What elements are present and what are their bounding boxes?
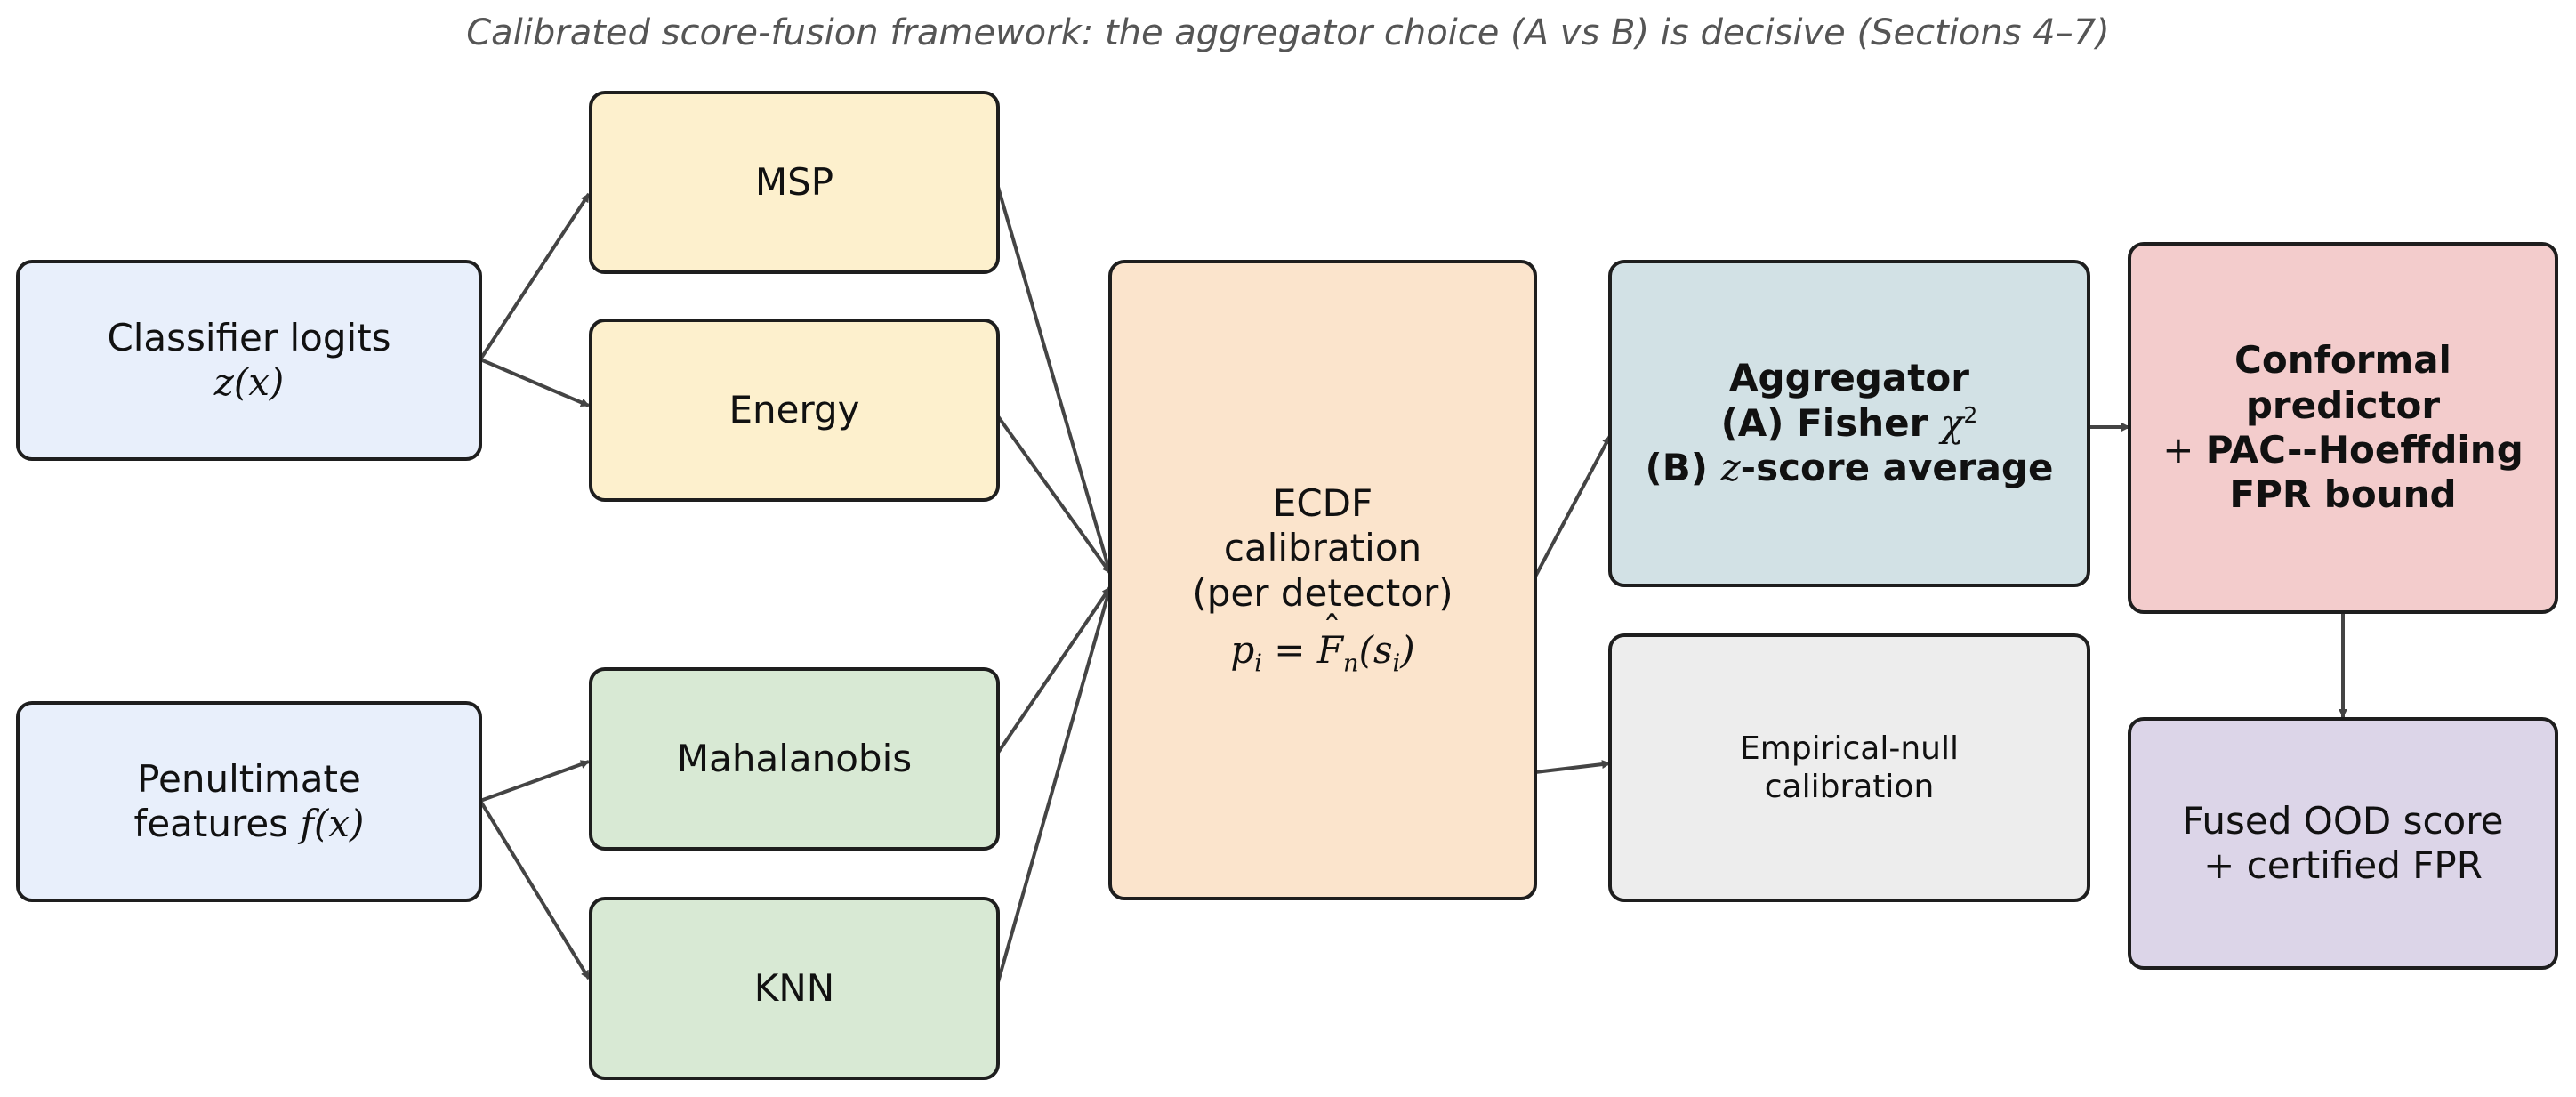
ecdf-calibration-node: ECDF calibration (per detector) pi = Fn(…	[1108, 260, 1537, 900]
aggregator-node: Aggregator (A) Fisher χ2 (B) z-score ave…	[1608, 260, 2090, 587]
features-text: features	[133, 802, 301, 845]
mahalanobis-node: Mahalanobis	[589, 667, 1000, 851]
ecdf-formula: pi = Fn(si)	[1230, 609, 1415, 679]
edge-ecdf-to-aggregator	[1534, 435, 1612, 577]
conformal-pac: PAC--Hoeffding	[2205, 428, 2524, 472]
edge-ecdf-to-empirical_null	[1534, 760, 1611, 774]
output-line1: Fused OOD score	[2182, 798, 2504, 843]
aggregator-line3: (B) z-score average	[1646, 446, 2054, 490]
edge-features-to-mahalanobis	[479, 760, 590, 803]
edge-mahalanobis-to-ecdf	[996, 585, 1112, 754]
diagram-title: Calibrated score-fusion framework: the a…	[466, 12, 2110, 53]
aggregator-chi: χ	[1940, 400, 1964, 445]
empirical-null-line2: calibration	[1764, 769, 1935, 805]
formula-close: )	[1400, 628, 1415, 673]
formula-F-hat: F	[1317, 609, 1343, 673]
penultimate-features-line2: features f(x)	[134, 802, 365, 846]
energy-label: Energy	[729, 387, 860, 432]
output-line2: + certified FPR	[2203, 843, 2483, 887]
edge-knn-to-ecdf	[996, 586, 1113, 983]
msp-label: MSP	[754, 159, 834, 204]
aggregator-fisher-text: (A) Fisher	[1720, 400, 1941, 445]
edge-logits-to-energy	[479, 358, 590, 407]
penultimate-features-label: Penultimate	[137, 756, 361, 801]
msp-node: MSP	[589, 91, 1000, 274]
aggregator-z: z	[1720, 446, 1741, 490]
formula-F-sub: n	[1343, 649, 1359, 678]
classifier-logits-node: Classifier logits z(x)	[16, 260, 482, 461]
formula-equals: =	[1261, 628, 1317, 673]
empirical-null-line1: Empirical-null	[1740, 730, 1959, 767]
penultimate-features-node: Penultimate features f(x)	[16, 701, 482, 902]
knn-node: KNN	[589, 897, 1000, 1080]
edge-features-to-knn	[479, 799, 591, 980]
features-math: f(x)	[300, 802, 365, 845]
aggregator-line2: (A) Fisher χ2	[1721, 401, 1978, 446]
empirical-null-node: Empirical-null calibration	[1608, 633, 2090, 902]
energy-node: Energy	[589, 319, 1000, 502]
conformal-predictor-node: Conformal predictor + PAC--Hoeffding FPR…	[2128, 242, 2558, 614]
edge-energy-to-ecdf	[996, 415, 1112, 575]
ecdf-line1: ECDF	[1272, 480, 1373, 525]
aggregator-b-text: -score average	[1740, 446, 2054, 490]
knn-label: KNN	[753, 965, 835, 1010]
conformal-plus: +	[2162, 428, 2206, 472]
ecdf-line3: (per detector)	[1192, 570, 1453, 615]
edge-logits-to-msp	[479, 192, 591, 361]
classifier-logits-label: Classifier logits	[107, 315, 391, 359]
conformal-line2: predictor	[2245, 383, 2441, 427]
conformal-line3: + PAC--Hoeffding	[2162, 428, 2524, 472]
classifier-logits-math: z(x)	[213, 360, 285, 404]
aggregator-chi-sup: 2	[1963, 401, 1978, 428]
fused-ood-output-node: Fused OOD score + certified FPR	[2128, 717, 2558, 970]
aggregator-b-prefix: (B)	[1645, 446, 1721, 490]
conformal-line4: FPR bound	[2229, 472, 2457, 517]
mahalanobis-label: Mahalanobis	[676, 736, 913, 780]
formula-arg-sub: i	[1392, 649, 1401, 678]
aggregator-line1: Aggregator	[1729, 356, 1969, 400]
formula-arg: (s	[1358, 628, 1393, 673]
conformal-line1: Conformal	[2234, 338, 2451, 383]
edge-msp-to-ecdf	[996, 186, 1113, 574]
formula-p: p	[1230, 628, 1255, 673]
ecdf-line2: calibration	[1223, 526, 1422, 570]
formula-p-sub: i	[1254, 649, 1262, 678]
